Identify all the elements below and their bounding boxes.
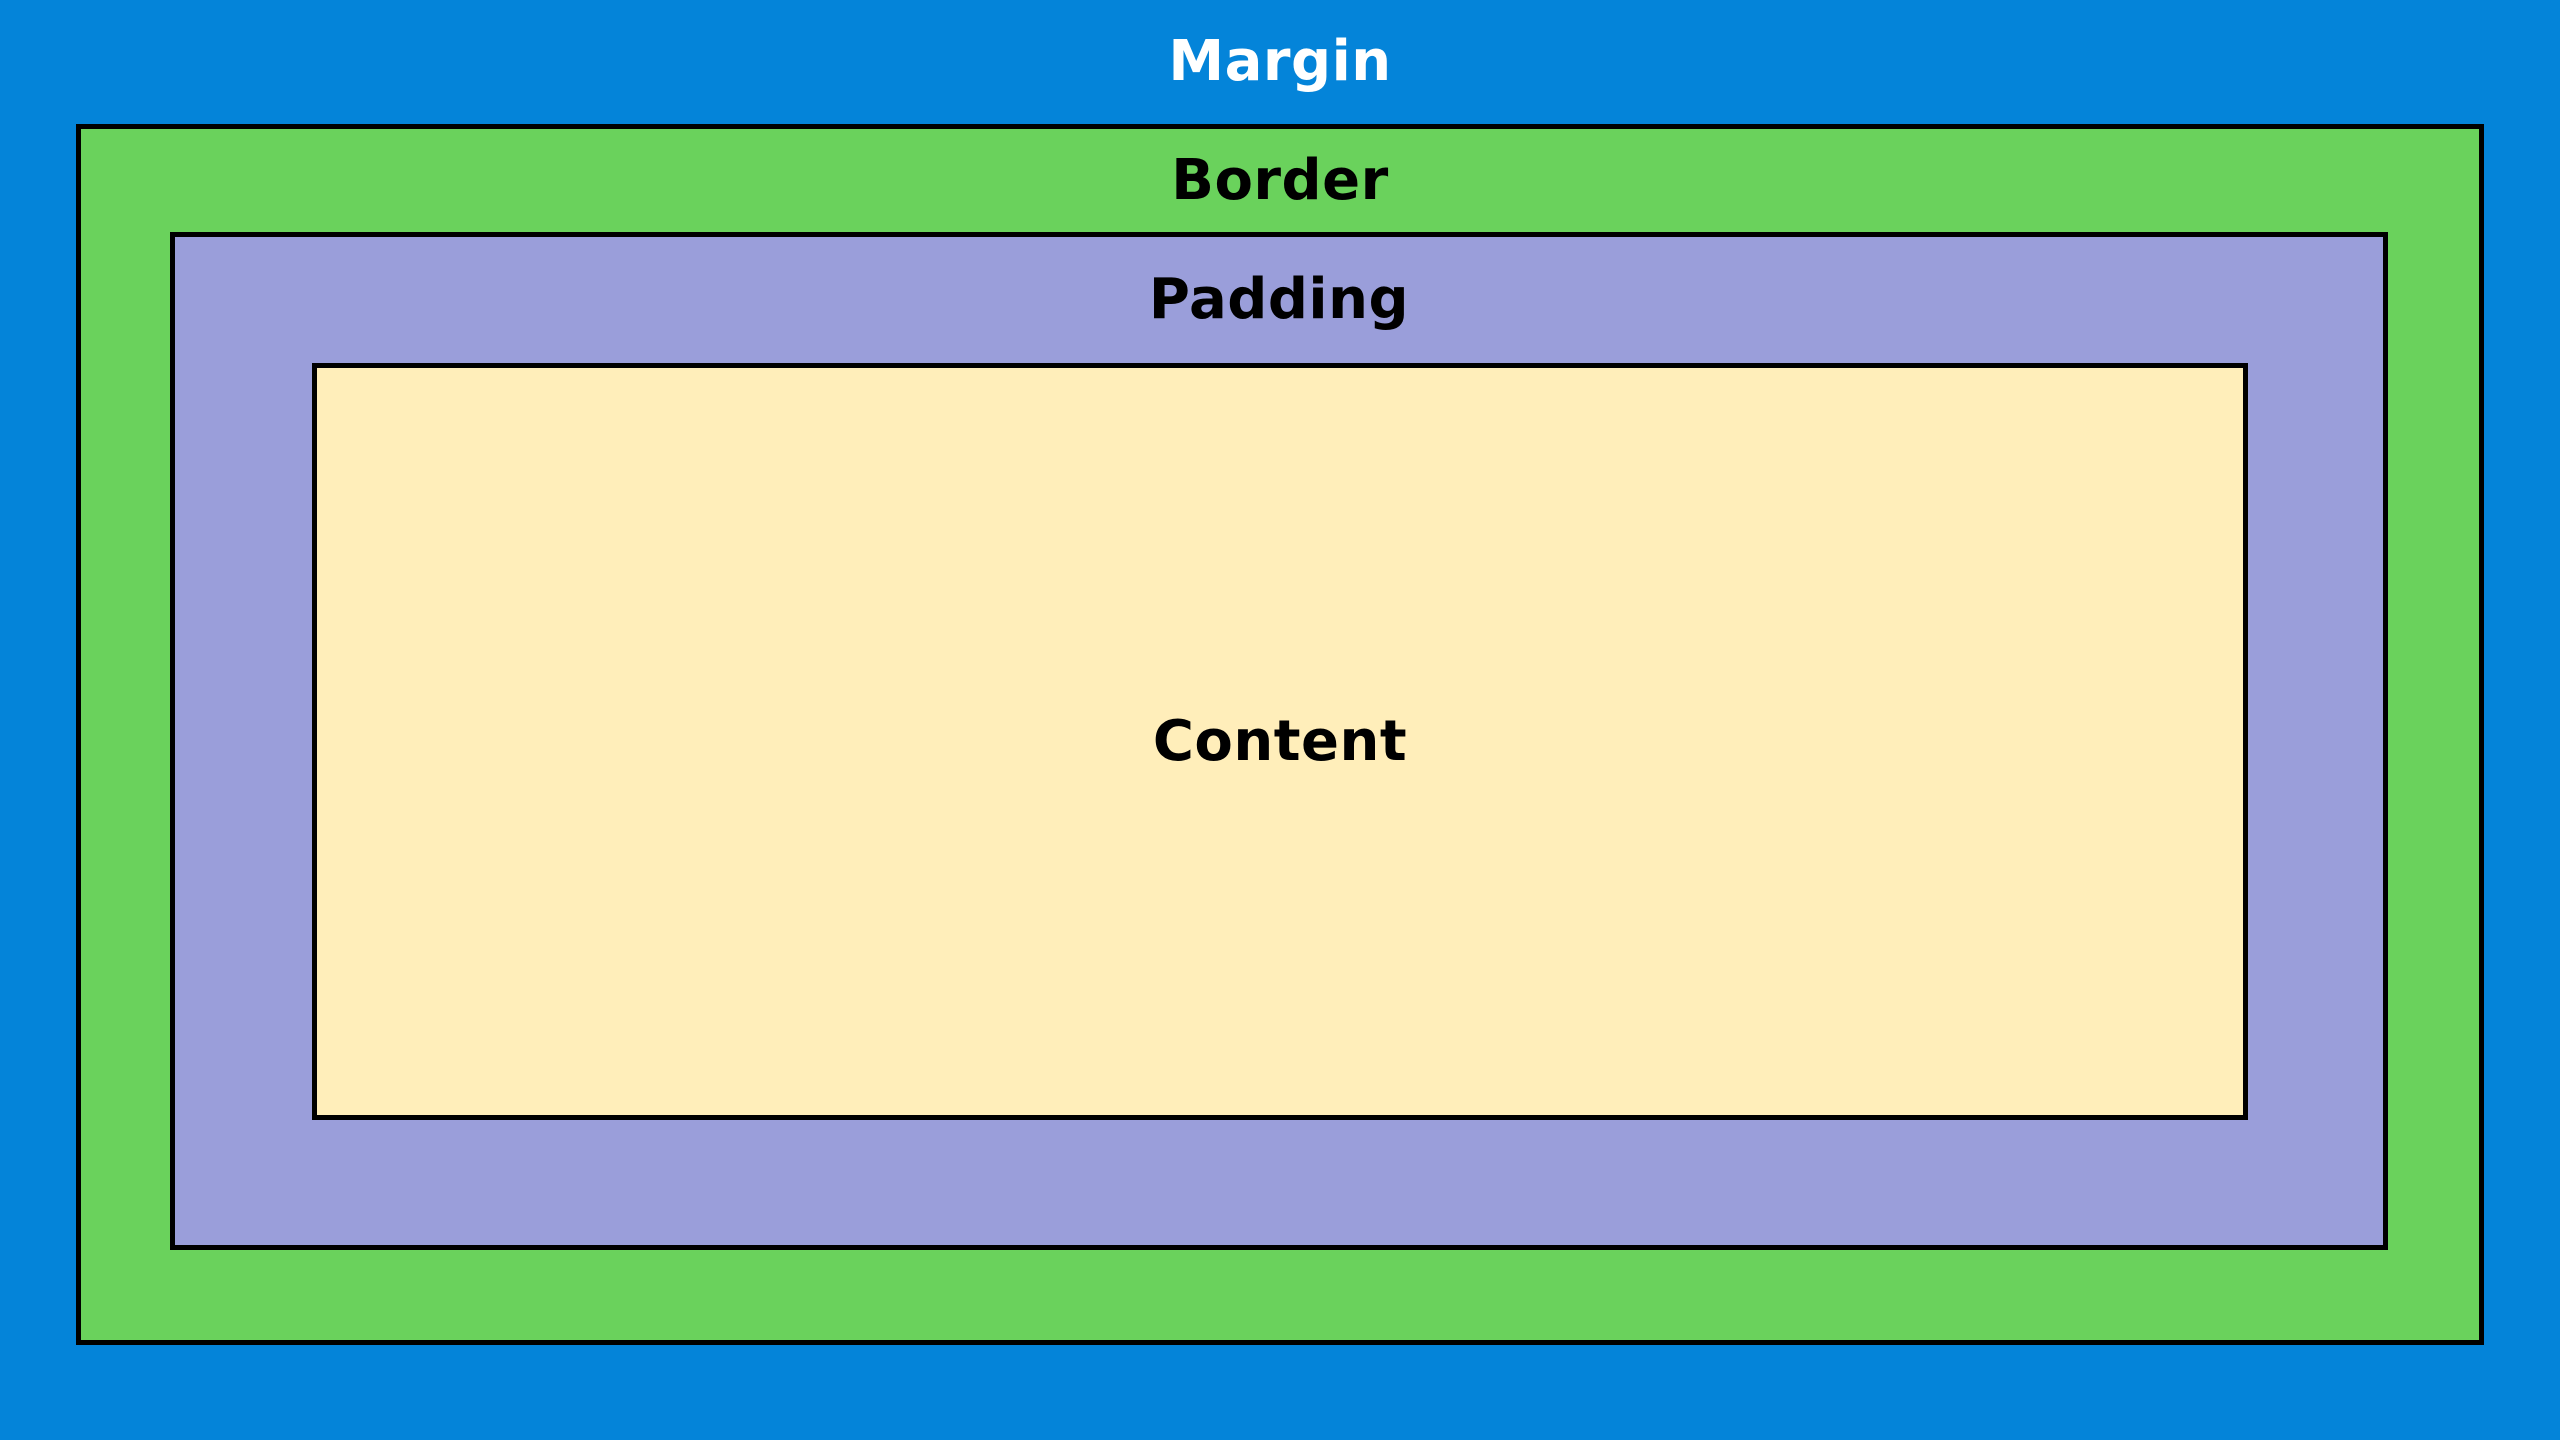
- padding-label: Padding: [1148, 267, 1410, 332]
- padding-area: Padding Content: [170, 232, 2388, 1250]
- margin-label: Margin: [1168, 29, 1392, 94]
- border-label-strip: Border: [81, 129, 2479, 232]
- padding-label-strip: Padding: [175, 237, 2383, 363]
- border-area: Border Padding Content: [76, 124, 2484, 1345]
- content-area: Content: [312, 363, 2248, 1120]
- margin-area: Margin: [0, 0, 2560, 124]
- border-label: Border: [1171, 147, 1389, 213]
- content-label: Content: [1152, 708, 1408, 774]
